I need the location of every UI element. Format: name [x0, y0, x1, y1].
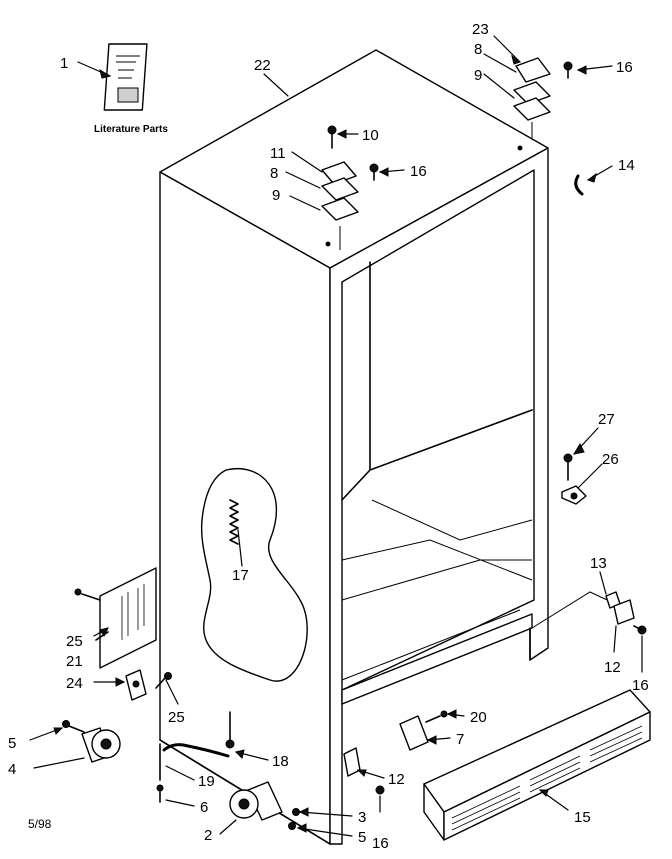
callout-20: 20 [470, 709, 487, 726]
insulation-cutaway [200, 468, 308, 682]
callout-8: 8 [270, 165, 278, 182]
drain-coil [229, 499, 239, 545]
callout-14: 14 [618, 157, 635, 174]
callout-23: 23 [472, 21, 489, 38]
toe-grille [423, 689, 651, 841]
callout-3: 3 [358, 809, 366, 826]
callout-27: 27 [598, 411, 615, 428]
callout-7: 7 [456, 731, 464, 748]
callout-16: 16 [632, 677, 649, 694]
callout-26: 26 [602, 451, 619, 468]
callout-16: 16 [372, 835, 389, 852]
callout-25: 25 [168, 709, 185, 726]
top-hinge-rear [513, 57, 573, 140]
callout-6: 6 [200, 799, 208, 816]
callout-9: 9 [272, 187, 280, 204]
callout-4: 4 [8, 761, 16, 778]
callout-8: 8 [474, 41, 482, 58]
callout-1: 1 [60, 55, 68, 72]
callout-21: 21 [66, 653, 83, 670]
date-code: 5/98 [28, 817, 52, 831]
callout-17: 17 [232, 567, 249, 584]
callout-12: 12 [604, 659, 621, 676]
callout-5: 5 [358, 829, 366, 846]
top-hinge-front [321, 125, 379, 250]
callout-10: 10 [362, 127, 379, 144]
bracket-26 [561, 453, 587, 505]
leveling-bracket [125, 669, 172, 701]
literature-parts-label: Literature Parts [94, 124, 168, 135]
tube [574, 174, 584, 196]
callout-2: 2 [204, 827, 212, 844]
callout-15: 15 [574, 809, 591, 826]
literature-booklet [103, 43, 148, 111]
cabinet [159, 49, 549, 845]
callout-5: 5 [8, 735, 16, 752]
callout-11: 11 [270, 145, 286, 162]
rear-panel [74, 567, 157, 669]
callout-25: 25 [66, 633, 83, 650]
callout-9: 9 [474, 67, 482, 84]
callout-22: 22 [254, 57, 271, 74]
callout-16: 16 [616, 59, 633, 76]
callout-19: 19 [198, 773, 215, 790]
callout-24: 24 [66, 675, 83, 692]
callout-numbers: 1 22 23 8 9 16 10 11 8 16 9 14 27 26 17 … [8, 21, 649, 852]
callout-13: 13 [590, 555, 607, 572]
bracket-7 [399, 710, 448, 751]
roller-left [62, 720, 121, 763]
callout-16: 16 [410, 163, 427, 180]
bracket-12-right [531, 591, 647, 635]
roller-bottom [229, 781, 300, 830]
callout-18: 18 [272, 753, 289, 770]
callout-12: 12 [388, 771, 405, 788]
arrowheads [53, 54, 597, 833]
drain-tube [156, 711, 235, 803]
